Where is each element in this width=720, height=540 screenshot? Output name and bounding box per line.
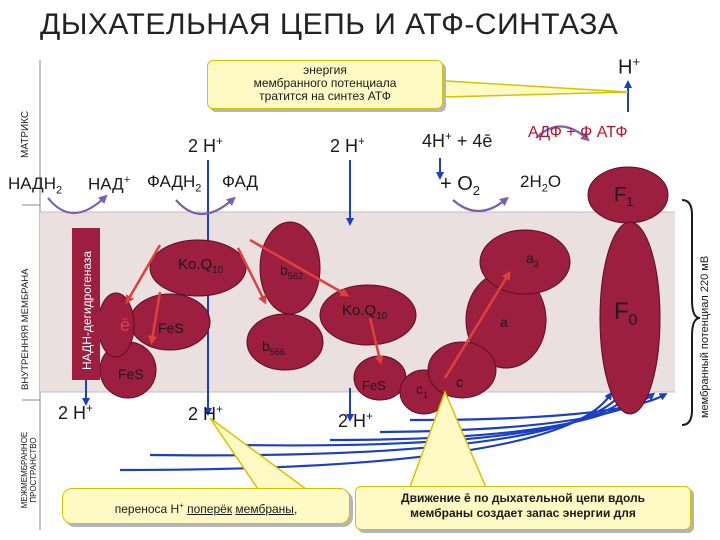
substrate-arrows — [47, 125, 590, 215]
potential-label: мембранный потенциал 220 мВ — [699, 255, 711, 418]
label-h-top-1: 2 Н+ — [188, 135, 223, 156]
label-b562: b562 — [280, 262, 303, 281]
label-h-bottom-1: 2 Н+ — [58, 402, 93, 423]
label-h-bottom-3: 2 Н+ — [338, 410, 373, 431]
label-c1: c1 — [416, 381, 429, 400]
electron-flow-arrows — [125, 238, 511, 379]
label-koq10-2: Ko.Q10 — [342, 302, 388, 322]
koq10-complex-2 — [319, 284, 417, 346]
label-water: 2Н2О — [520, 172, 562, 195]
callout-bottom-right: Движение ē по дыхательной цепи вдоль мем… — [355, 486, 691, 530]
label-c: c — [456, 374, 463, 390]
label-electron: ē — [120, 315, 131, 335]
label-nadh2: НАДН2 — [8, 174, 63, 197]
matrix-label: МАТРИКС — [20, 110, 31, 158]
callout-top-line-3-text: тратится на синтез АТФ — [259, 89, 391, 103]
label-nad: НАД+ — [88, 174, 131, 194]
callout-top-line-2: мембранного потенциала — [253, 76, 397, 90]
label-a3: a3 — [526, 250, 539, 269]
potential-brace — [681, 199, 701, 426]
label-b566: b566 — [262, 338, 285, 357]
callout-bottom-left: переноса Н+ поперёк мембраны, — [62, 488, 350, 524]
label-fes-1: FeS — [158, 320, 184, 336]
label-f0: F0 — [614, 298, 638, 329]
koq10-complex-1 — [149, 239, 247, 297]
label-h-bottom-2: 2 Н+ — [188, 403, 223, 424]
callout-bottom-right-line-1: Движение ē по дыхательной цепи вдоль — [401, 491, 645, 505]
nadh-dehydrogenase-bar — [72, 228, 100, 380]
label-nadh-dehydrogenase: НАДН-дегидрогеназа — [80, 250, 94, 370]
page-title: ДЫХАТЕЛЬНАЯ ЦЕПЬ И АТФ-СИНТАЗА — [40, 8, 619, 41]
label-adp: АДФ + Ф АТФ — [528, 124, 628, 141]
label-fad: ФАД — [222, 172, 258, 191]
callout-top-line-1: энергия — [303, 63, 347, 77]
label-h-out: Н+ — [618, 54, 641, 79]
a3-complex — [479, 229, 571, 295]
label-fadh2: ФАДН2 — [147, 172, 202, 195]
label-koq10-1: Ko.Q10 — [178, 256, 224, 276]
intermembrane-label: МЕЖМЕМБРАННОЕ ПРОСТРАНСТВО — [20, 431, 38, 509]
inner-membrane-label: ВНУТРЕННЯЯ МЕМБРАНА — [20, 268, 31, 390]
b566-complex — [246, 313, 324, 371]
callout-top: энергия мембранного потенциала тратится … — [207, 60, 443, 109]
label-fes-2: FeS — [118, 366, 144, 382]
label-h-top-2: 2 Н+ — [330, 135, 365, 156]
label-a: a — [500, 314, 508, 330]
f0-complex — [599, 221, 661, 415]
label-f1: F1 — [614, 184, 634, 209]
label-h-top-3: 4Н+ + 4ē — [422, 130, 493, 151]
label-o2: + О2 — [440, 173, 481, 198]
protein-complexes — [97, 166, 669, 415]
label-fes-3: FeS — [362, 378, 386, 393]
c-complex — [427, 341, 497, 399]
callout-bottom-right-line-2: мембраны создает запас энергии для — [410, 506, 636, 520]
callout-top-line-3: тратится на синтез АТФ — [208, 90, 442, 103]
